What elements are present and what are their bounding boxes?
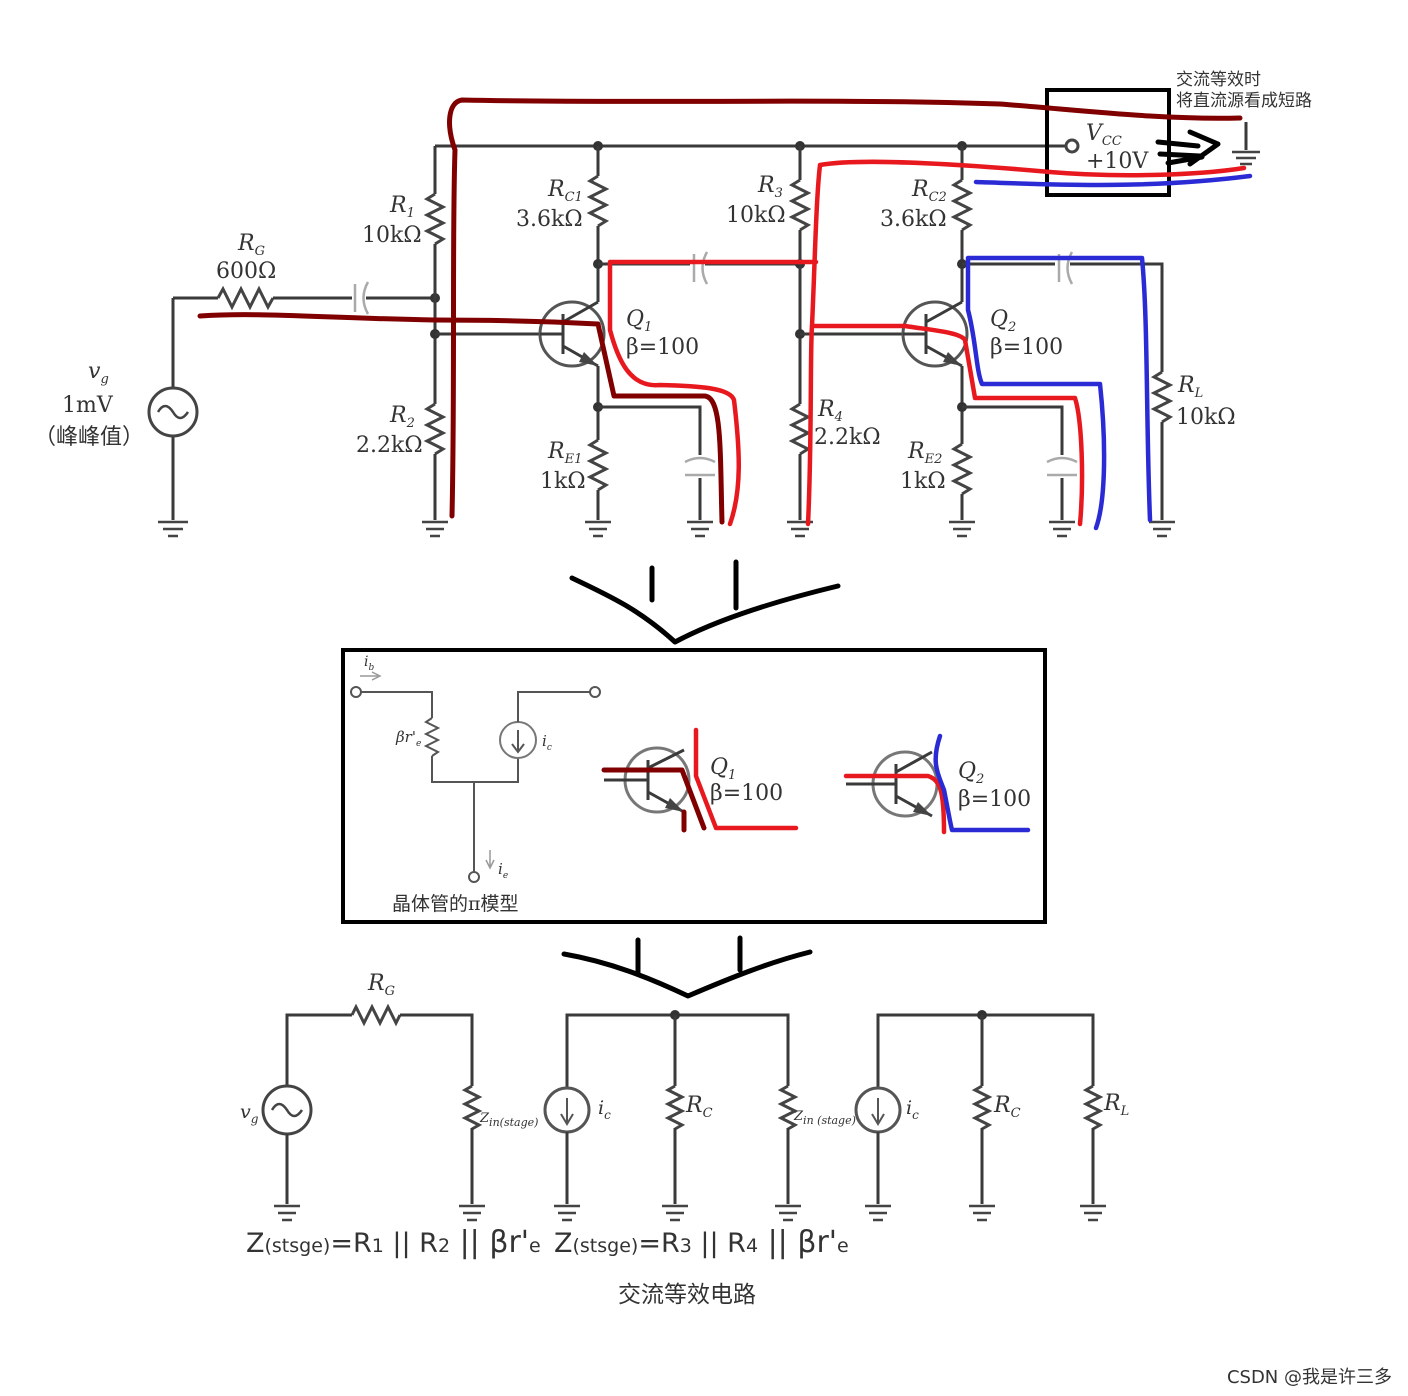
svg-text:RE1: RE1 [547, 439, 582, 467]
re2-resistor [950, 442, 974, 496]
svg-text:ic: ic [906, 1097, 919, 1122]
rg-resistor [216, 285, 275, 311]
svg-text:β=100: β=100 [958, 787, 1031, 812]
vcc-terminal [1064, 138, 1080, 154]
dc-short-note: 交流等效时 将直流源看成短路 [1176, 70, 1312, 111]
r3-resistor [788, 178, 812, 232]
rc2-label: RC2 3.6kΩ [880, 177, 947, 232]
svg-text:R2: R2 [389, 403, 415, 431]
r4-label: R4 2.2kΩ [814, 397, 881, 450]
re1-resistor [586, 438, 610, 492]
svg-text:2.2kΩ: 2.2kΩ [814, 425, 881, 450]
rl-label: RL 10kΩ [1176, 373, 1236, 430]
svg-text:β=100: β=100 [710, 781, 783, 806]
source-label: vg 1mV （峰峰值） [34, 359, 144, 450]
svg-text:10kΩ: 10kΩ [726, 203, 786, 228]
svg-text:1kΩ: 1kΩ [900, 469, 946, 494]
svg-text:Q2: Q2 [958, 759, 984, 787]
vcc-label: VCC +10V [1086, 121, 1149, 174]
svg-text:1mV: 1mV [62, 393, 114, 418]
stage1-input-path [197, 312, 725, 525]
svg-text:RG: RG [237, 231, 265, 259]
r3-label: R3 10kΩ [726, 173, 786, 228]
coupling-capacitor-1 [353, 281, 370, 315]
stage2-bias-path [809, 159, 1247, 329]
pi-model: ib βr'e ic ie 晶体管的π模型 [350, 654, 601, 915]
svg-text:RC1: RC1 [547, 177, 583, 205]
q2-detail: Q2 β=100 [843, 733, 1031, 835]
svg-text:将直流源看成短路: 将直流源看成短路 [1176, 91, 1312, 111]
svg-text:vg: vg [88, 359, 109, 387]
svg-text:1kΩ: 1kΩ [540, 469, 586, 494]
stage1-impedance-formula: Z(stsge)=R1 || R2 || βr'e [246, 1225, 541, 1260]
rc2-resistor [950, 178, 974, 232]
rc1-resistor [586, 174, 610, 228]
watermark: CSDN @我是许三多 [1227, 1367, 1392, 1388]
svg-text:RL: RL [1177, 373, 1203, 401]
stage2-input-path [805, 323, 1085, 527]
svg-text:3.6kΩ: 3.6kΩ [516, 207, 583, 232]
q1-detail: Q1 β=100 [601, 727, 799, 833]
svg-text:交流等效时: 交流等效时 [1176, 70, 1261, 90]
svg-text:RL: RL [1103, 1091, 1129, 1119]
r1-resistor [423, 192, 447, 246]
svg-text:R1: R1 [389, 193, 415, 221]
re2-label: RE2 1kΩ [900, 439, 946, 494]
svg-text:Q1: Q1 [710, 755, 736, 783]
pi-model-caption: 晶体管的π模型 [392, 893, 519, 915]
pi-model-box [341, 648, 1047, 924]
arrow-scribble [1155, 129, 1221, 167]
rl-resistor [1150, 370, 1174, 424]
svg-text:Q2: Q2 [990, 307, 1016, 335]
svg-text:10kΩ: 10kΩ [362, 223, 422, 248]
svg-text:Q1: Q1 [626, 307, 652, 335]
svg-text:vg: vg [240, 1101, 259, 1126]
r2-resistor [423, 402, 447, 456]
svg-text:（峰峰值）: （峰峰值） [34, 425, 144, 450]
svg-text:ib: ib [364, 654, 374, 673]
ac-equivalent-circuit: vg RG Zin(stage) ic RC Zin (stage) [240, 971, 1129, 1308]
down-arrow-1 [569, 559, 841, 645]
svg-text:+10V: +10V [1086, 149, 1149, 174]
svg-text:R4: R4 [817, 397, 843, 425]
rg-label: RG 600Ω [216, 231, 276, 284]
svg-text:βr'e: βr'e [395, 728, 421, 749]
svg-text:ic: ic [598, 1097, 611, 1122]
svg-text:RC: RC [685, 1093, 713, 1121]
stage1-output-path [607, 259, 819, 527]
svg-text:10kΩ: 10kΩ [1176, 405, 1236, 430]
r2-label: R2 2.2kΩ [356, 403, 423, 458]
svg-text:RC2: RC2 [911, 177, 947, 205]
q1-label: Q1 β=100 [626, 307, 699, 360]
svg-text:RE2: RE2 [907, 439, 942, 467]
r1-label: R1 10kΩ [362, 193, 422, 248]
svg-text:600Ω: 600Ω [216, 259, 276, 284]
re1-label: RE1 1kΩ [540, 439, 586, 494]
svg-text:β=100: β=100 [626, 335, 699, 360]
svg-text:ie: ie [498, 860, 508, 881]
down-arrow-2 [561, 935, 813, 999]
svg-text:Zin(stage): Zin(stage) [479, 1111, 538, 1129]
svg-text:RG: RG [367, 971, 395, 999]
svg-text:2.2kΩ: 2.2kΩ [356, 433, 423, 458]
ac-equivalent-caption: 交流等效电路 [618, 1282, 756, 1308]
svg-text:3.6kΩ: 3.6kΩ [880, 207, 947, 232]
ground-symbol [158, 520, 188, 538]
svg-text:VCC: VCC [1086, 121, 1122, 149]
amplifier-schematic: vg 1mV （峰峰值） RG 600Ω R1 10kΩ R2 2.2kΩ RC… [34, 70, 1312, 538]
svg-text:RC: RC [993, 1093, 1021, 1121]
output-path [965, 173, 1253, 531]
r4-resistor [788, 402, 812, 456]
rc1-label: RC1 3.6kΩ [516, 177, 583, 232]
q2-label: Q2 β=100 [990, 307, 1063, 360]
svg-text:ic: ic [542, 732, 552, 753]
vcc-ground-symbol [1232, 150, 1260, 166]
svg-text:β=100: β=100 [990, 335, 1063, 360]
stage1-bias-path [447, 97, 1243, 519]
stage2-impedance-formula: Z(stsge)=R3 || R4 || βr'e [554, 1225, 849, 1260]
svg-text:R3: R3 [757, 173, 783, 201]
svg-text:Zin (stage): Zin (stage) [793, 1109, 856, 1127]
